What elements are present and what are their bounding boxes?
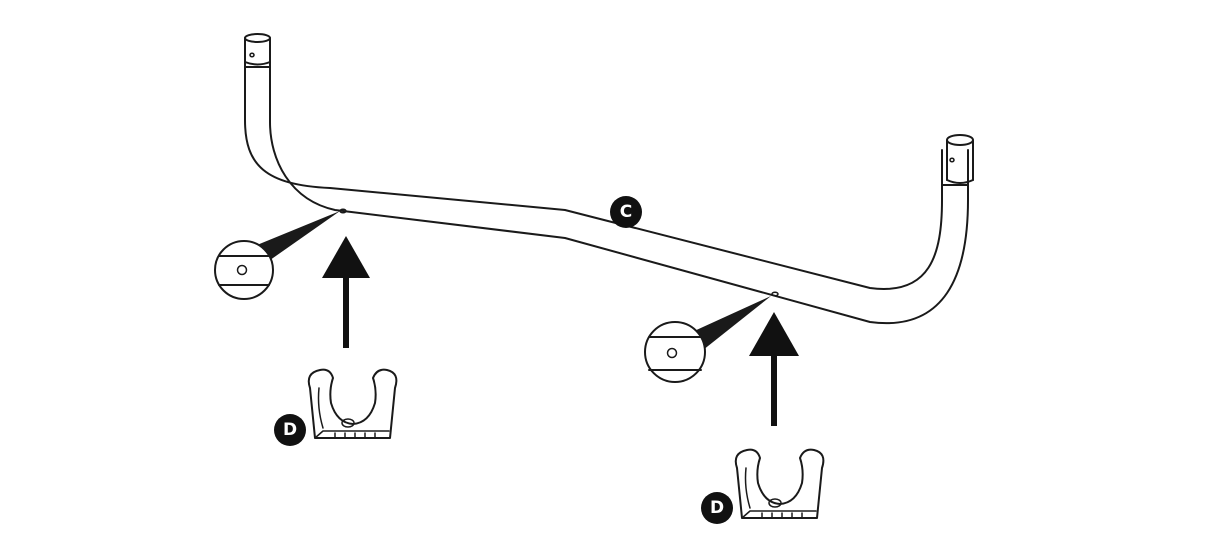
tube-end-left xyxy=(244,33,271,68)
part-label-d-right: D xyxy=(701,492,733,524)
tube-end-right xyxy=(941,134,974,186)
svg-text:D: D xyxy=(283,420,297,440)
tube-hole-right xyxy=(771,291,779,297)
part-label-c: C xyxy=(610,196,642,228)
svg-text:C: C xyxy=(620,202,632,222)
clip-left xyxy=(307,368,398,439)
part-label-d-left: D xyxy=(274,414,306,446)
hole-detail-right xyxy=(644,296,771,383)
frame-tube xyxy=(244,33,974,325)
svg-text:D: D xyxy=(710,498,724,518)
hole-detail-left xyxy=(214,211,340,300)
arrow-up-left xyxy=(322,236,370,348)
arrow-up-right xyxy=(749,312,799,426)
clip-right xyxy=(734,448,825,519)
